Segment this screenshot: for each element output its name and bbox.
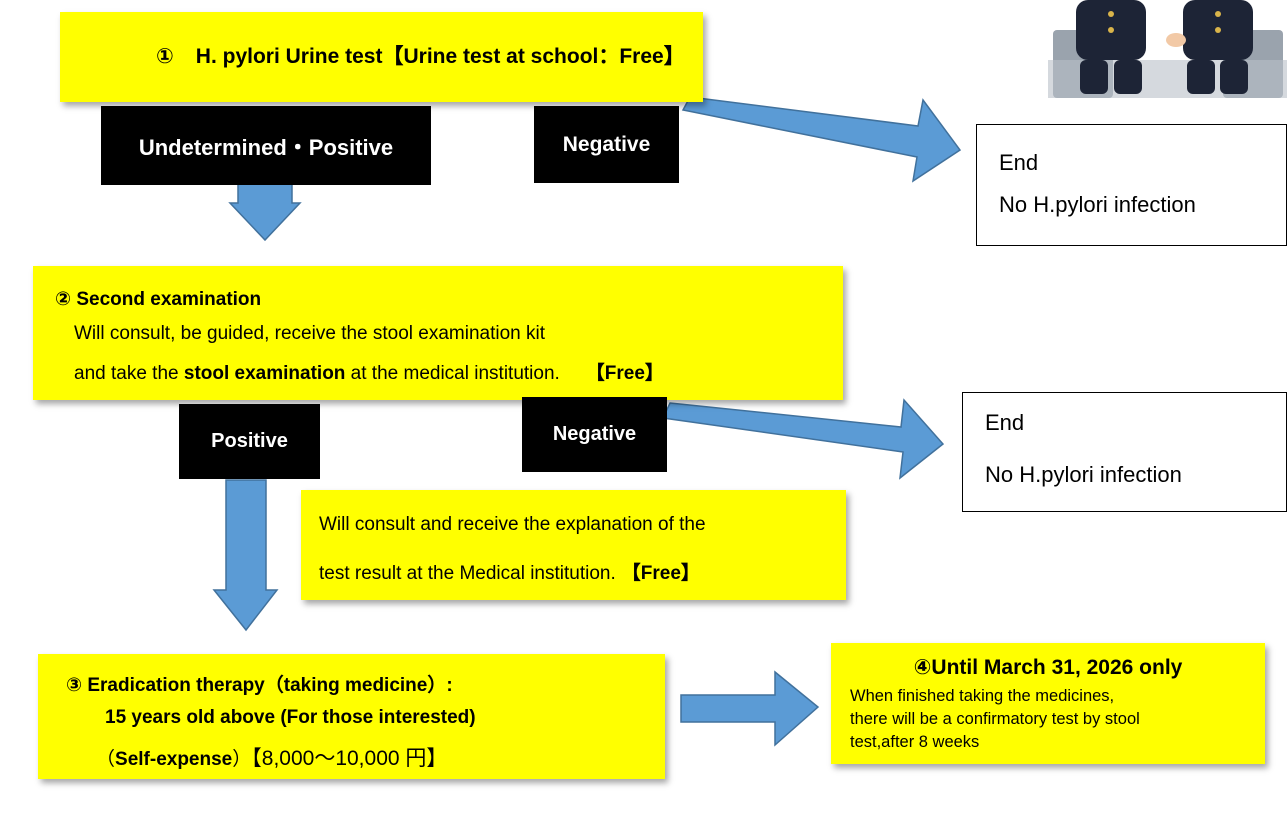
result-label-positive: Positive (179, 404, 320, 479)
step3-cost: （Self-expense）【8,000～10,000 円】 (96, 747, 448, 770)
step4-line1: When finished taking the medicines, (850, 687, 1115, 705)
arrow-down-2 (212, 479, 279, 632)
step1-box: ① H. pylori Urine test【Urine test at scho… (60, 12, 703, 102)
step2-line2: and take the stool examination at the me… (74, 363, 664, 384)
step3-eligibility: 15 years old above (For those interested… (105, 707, 476, 728)
negative-explanation-line1: Will consult and receive the explanation… (319, 514, 706, 535)
arrow-right-1 (680, 670, 820, 747)
step2-title: ② Second examination (55, 289, 262, 310)
step2-free-tag: 【Free】 (585, 363, 664, 384)
result-label-negative-1: Negative (534, 106, 679, 183)
end-box-2: End No H.pylori infection (962, 392, 1287, 512)
end-box-1-text: No H.pylori infection (999, 192, 1196, 217)
step4-box: ④Until March 31, 2026 only When finished… (831, 643, 1265, 764)
step1-number: ① (156, 45, 174, 68)
step4-line3: test,after 8 weeks (850, 733, 980, 751)
end-box-2-text: No H.pylori infection (985, 462, 1182, 487)
negative-explanation-box: Will consult and receive the explanation… (301, 490, 846, 600)
end-box-1: End No H.pylori infection (976, 124, 1287, 246)
result-label-undetermined-positive: Undetermined・Positive (101, 106, 431, 185)
negative-explanation-line2: test result at the Medical institution.【… (319, 563, 700, 584)
step3-price: 【8,000～10,000 円】 (251, 747, 448, 770)
end-box-2-title: End (985, 410, 1025, 435)
arrow-diagonal-2 (661, 398, 945, 480)
step4-title: ④Until March 31, 2026 only (913, 656, 1183, 679)
result-label-negative-2: Negative (522, 397, 667, 472)
end-box-1-title: End (999, 150, 1039, 175)
arrow-diagonal-1 (681, 96, 962, 183)
step2-line1: Will consult, be guided, receive the sto… (74, 323, 546, 344)
step1-title: H. pylori Urine test【Urine test at schoo… (195, 45, 685, 68)
negative-explanation-free-tag: 【Free】 (621, 563, 700, 584)
step4-line2: there will be a confirmatory test by sto… (850, 710, 1140, 728)
step2-box: ② Second examination Will consult, be gu… (33, 266, 843, 400)
two-students-sitting-illustration (1048, 0, 1287, 100)
step3-box: ③ Eradication therapy（taking medicine）: … (38, 654, 665, 779)
step3-title: ③ Eradication therapy（taking medicine）: (66, 675, 453, 696)
